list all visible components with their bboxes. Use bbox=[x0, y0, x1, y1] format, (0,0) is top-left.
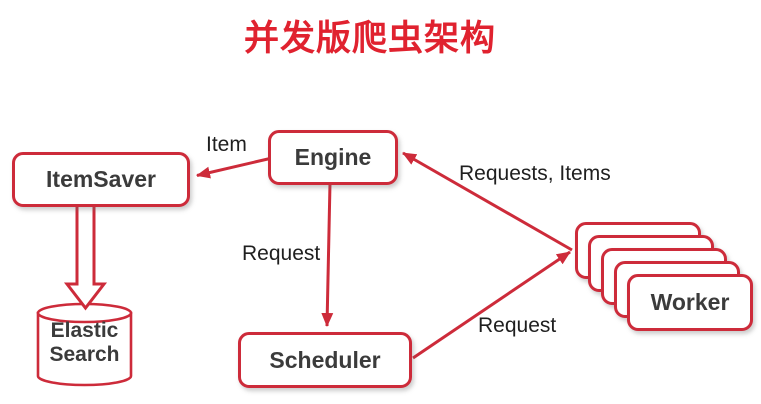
cylinder-body bbox=[36, 311, 133, 387]
arrow-engine-to-itemsaver bbox=[196, 157, 271, 179]
arrow-engine-to-scheduler bbox=[321, 182, 334, 327]
node-itemsaver: ItemSaver bbox=[12, 152, 190, 207]
node-scheduler-label: Scheduler bbox=[269, 346, 381, 373]
edge-label-request-scheduler-worker: Request bbox=[478, 314, 557, 337]
elasticsearch-label-line2: Search bbox=[49, 343, 120, 366]
arrow-scheduler-to-worker bbox=[412, 250, 571, 360]
edge-label-requests-items: Requests, Items bbox=[459, 162, 611, 185]
elasticsearch-label-line1: Elastic bbox=[50, 319, 119, 342]
node-engine-label: Engine bbox=[294, 144, 372, 170]
node-worker: Worker bbox=[627, 274, 753, 331]
arrow-worker-to-engine bbox=[402, 151, 573, 252]
edge-label-item: Item bbox=[206, 133, 247, 156]
edge-label-request-engine-scheduler: Request bbox=[242, 242, 321, 265]
node-engine: Engine bbox=[268, 130, 398, 185]
diagram-title: 并发版爬虫架构 bbox=[243, 19, 497, 58]
node-worker-label: Worker bbox=[650, 289, 730, 315]
elasticsearch-cylinder bbox=[36, 302, 133, 387]
node-elasticsearch-label: Elastic Search bbox=[38, 319, 131, 367]
arrow-itemsaver-to-elasticsearch bbox=[63, 202, 108, 311]
node-itemsaver-label: ItemSaver bbox=[46, 166, 156, 192]
node-scheduler: Scheduler bbox=[238, 332, 412, 388]
